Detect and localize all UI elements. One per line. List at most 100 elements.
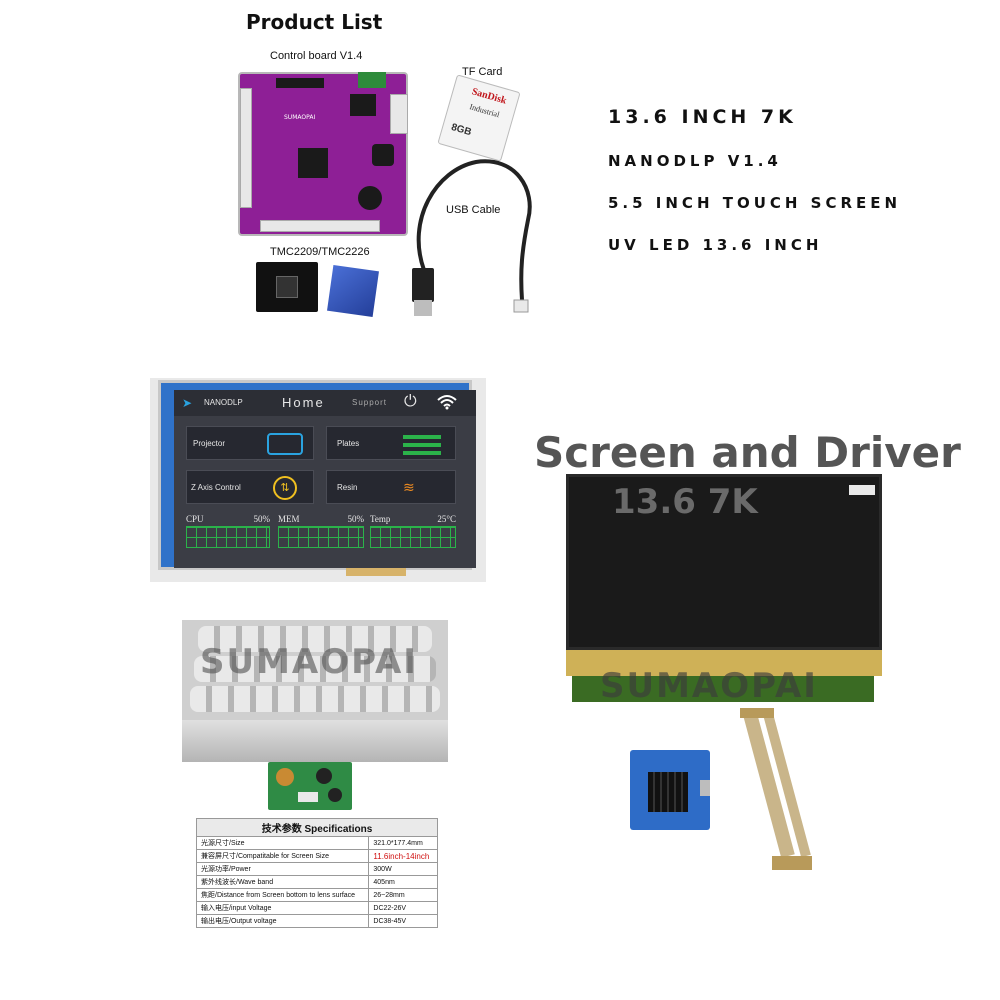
stat-mem: MEM 50% [278,514,364,524]
heatsink-image [327,265,379,317]
stat-cpu-name: CPU [186,514,204,524]
lcd-label-sticker [849,485,875,495]
spec-value: 321.0*177.4mm [368,836,438,850]
spec-line-4: UV LED 13.6 INCH [608,236,823,254]
spec-label: 紫外线波长/Wave band [195,875,370,889]
stat-mem-value: 50% [347,514,365,524]
touch-screen-display: ➤ NANODLP Home Support ⏻ Projector Plate… [174,390,476,568]
power-icon[interactable]: ⏻ [404,393,417,410]
touch-header: ➤ NANODLP Home Support ⏻ [174,390,476,416]
led-driver-board-image [268,762,352,810]
tile-projector-label: Projector [193,439,226,448]
product-list-title: Product List [246,10,383,34]
capacitor-1 [316,768,332,784]
spec-label: 输入电压/input Voltage [195,901,370,915]
spec-value: 26~28mm [368,888,438,902]
control-board-label: Control board V1.4 [270,50,363,62]
spec-line-2: NANODLP V1.4 [608,152,782,170]
spec-line-3: 5.5 INCH TOUCH SCREEN [608,194,902,212]
hdmi-port [700,780,710,796]
uv-led-module-image [182,620,448,762]
flex-cable-image [740,708,812,870]
tf-card-image: SanDisk Industrial 8GB [437,74,521,162]
screen-driver-heading: Screen and Driver [534,428,961,477]
wifi-icon [436,394,458,410]
board-brand: SUMAOPAI [284,114,316,121]
driver-label: TMC2209/TMC2226 [270,246,370,258]
watermark-led: SUMAOPAI [200,642,418,682]
nanodlp-brand: NANODLP [204,398,243,407]
inductor [372,144,394,166]
mcu-chip [298,148,328,178]
projector-icon [267,433,303,455]
spec-value: 405nm [368,875,438,889]
bottom-connectors [260,220,380,232]
cpu-graph [186,526,270,548]
driver-heatsink [648,772,688,812]
plates-icon [403,433,441,455]
led-base-plate [182,720,448,762]
touch-connector [346,568,406,576]
left-connectors [240,88,252,208]
tf-card-size: 8GB [449,121,473,139]
usb-cable-image [412,159,532,316]
table-row: 焦距/Distance from Screen bottom to lens s… [195,888,438,902]
spec-value: 300W [368,862,438,876]
lcd-flex-strip [566,650,882,676]
tile-z-axis-control[interactable]: Z Axis Control ⇅ [186,470,314,504]
mem-graph [278,526,364,548]
nanodlp-logo-icon: ➤ [182,396,193,410]
spec-label: 兼容屏尺寸/Compatitable for Screen Size [195,849,370,863]
spec-label: 光源尺寸/Size [195,836,370,850]
tile-projector[interactable]: Projector [186,426,314,460]
stat-temp-value: 25°C [437,514,456,524]
stepper-driver-image [256,262,318,312]
spec-table-title: 技术参数 Specifications [196,818,438,837]
tile-plates[interactable]: Plates [326,426,456,460]
spec-value: DC38-45V [368,914,438,928]
pin-header [276,78,324,88]
regulator-chip [350,94,376,116]
led-row-1 [198,626,432,652]
tf-card-text: Industrial [468,102,501,120]
spec-value: DC22-26V [368,901,438,915]
stat-temp-name: Temp [370,514,391,524]
stat-cpu-value: 50% [253,514,271,524]
z-axis-icon: ⇅ [273,476,297,500]
touch-home-title: Home [282,395,325,410]
spec-line-1: 13.6 INCH 7K [608,106,797,128]
tile-z-axis-label: Z Axis Control [191,483,241,492]
hdmi-driver-board-image [630,750,710,830]
driver-chip [276,276,298,298]
spec-value: 11.6inch-14inch [368,849,438,863]
spec-label: 输出电压/Output voltage [195,914,370,928]
tile-plates-label: Plates [337,439,360,448]
resin-icon: ≋ [403,479,415,495]
right-connectors [390,94,408,134]
capacitor [358,186,382,210]
usb-cable-label: USB Cable [446,204,501,216]
spec-label: 焦距/Distance from Screen bottom to lens s… [195,888,370,902]
lcd-pcb-strip [572,676,874,702]
tf-card-label: TF Card [462,66,503,78]
lcd-panel-image [566,474,882,650]
control-board-image: SUMAOPAI [238,72,408,236]
stat-cpu: CPU 50% [186,514,270,524]
tile-resin[interactable]: Resin ≋ [326,470,456,504]
screen-driver-subheading: 13.6 7K [612,482,758,522]
support-link[interactable]: Support [352,398,388,407]
led-row-3 [190,686,440,712]
capacitor-2 [328,788,342,802]
spec-label: 光源功率/Power [195,862,370,876]
stat-temp: Temp 25°C [370,514,456,524]
temp-graph [370,526,456,548]
stat-mem-name: MEM [278,514,300,524]
inductor-coil [276,768,294,786]
watermark-screen: SUMAOPAI [600,666,818,706]
